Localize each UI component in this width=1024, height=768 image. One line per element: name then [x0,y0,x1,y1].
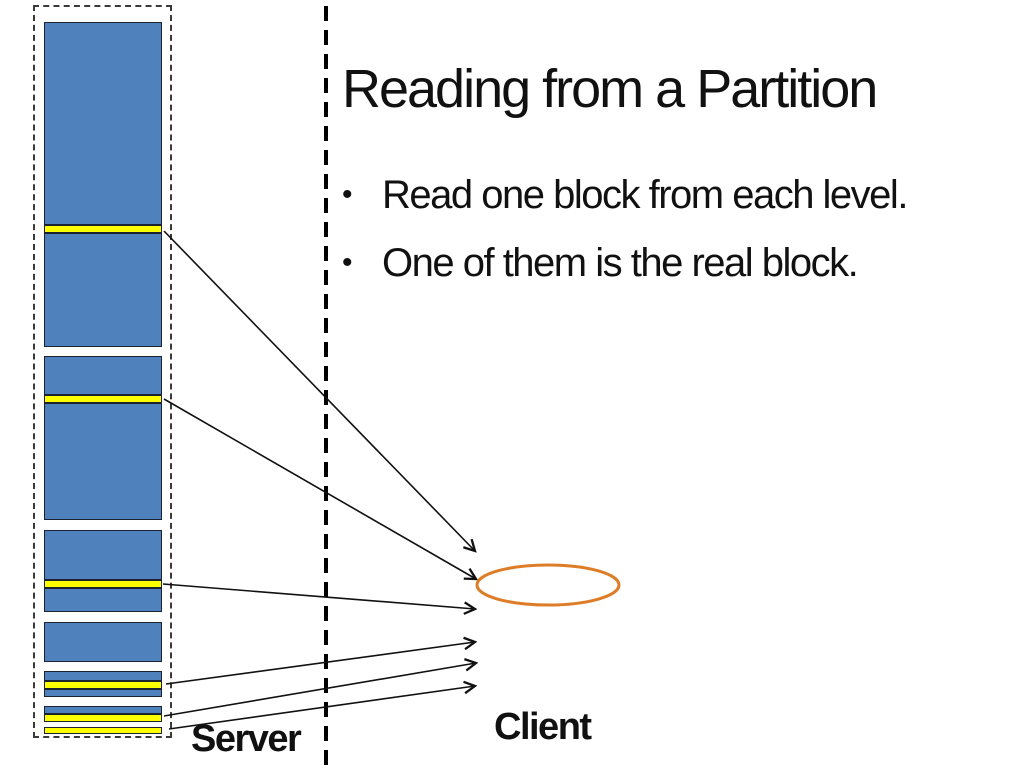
client-label: Client [494,706,592,748]
partition-block-blue [44,22,162,225]
bullet-item: • Read one block from each level. [342,172,908,218]
bullet-text: One of them is the real block. [382,241,859,285]
partition-block-yellow [44,681,162,689]
partition-block-yellow [44,395,162,403]
partition-block-blue [44,588,162,612]
partition-block-blue [44,530,162,580]
partition-block-yellow [44,580,162,588]
partition-block-yellow [44,727,162,734]
partition-block-blue [44,356,162,395]
bullet-item: • One of them is the real block. [342,240,859,286]
partition-block-blue [44,403,162,520]
partition-block-blue [44,622,162,662]
partition-block-yellow [44,225,162,233]
server-client-divider-line [324,6,328,768]
partition-block-yellow [44,714,162,722]
slide-title: Reading from a Partition [342,59,878,119]
partition-block-blue [44,233,162,347]
bullet-text: Read one block from each level. [382,173,908,217]
partition-block-blue [44,689,162,697]
partition-block-blue [44,671,162,681]
server-label: Server [191,718,302,760]
bullet-dot-icon: • [342,246,353,279]
bullet-dot-icon: • [342,178,353,211]
partition-block-blue [44,706,162,714]
